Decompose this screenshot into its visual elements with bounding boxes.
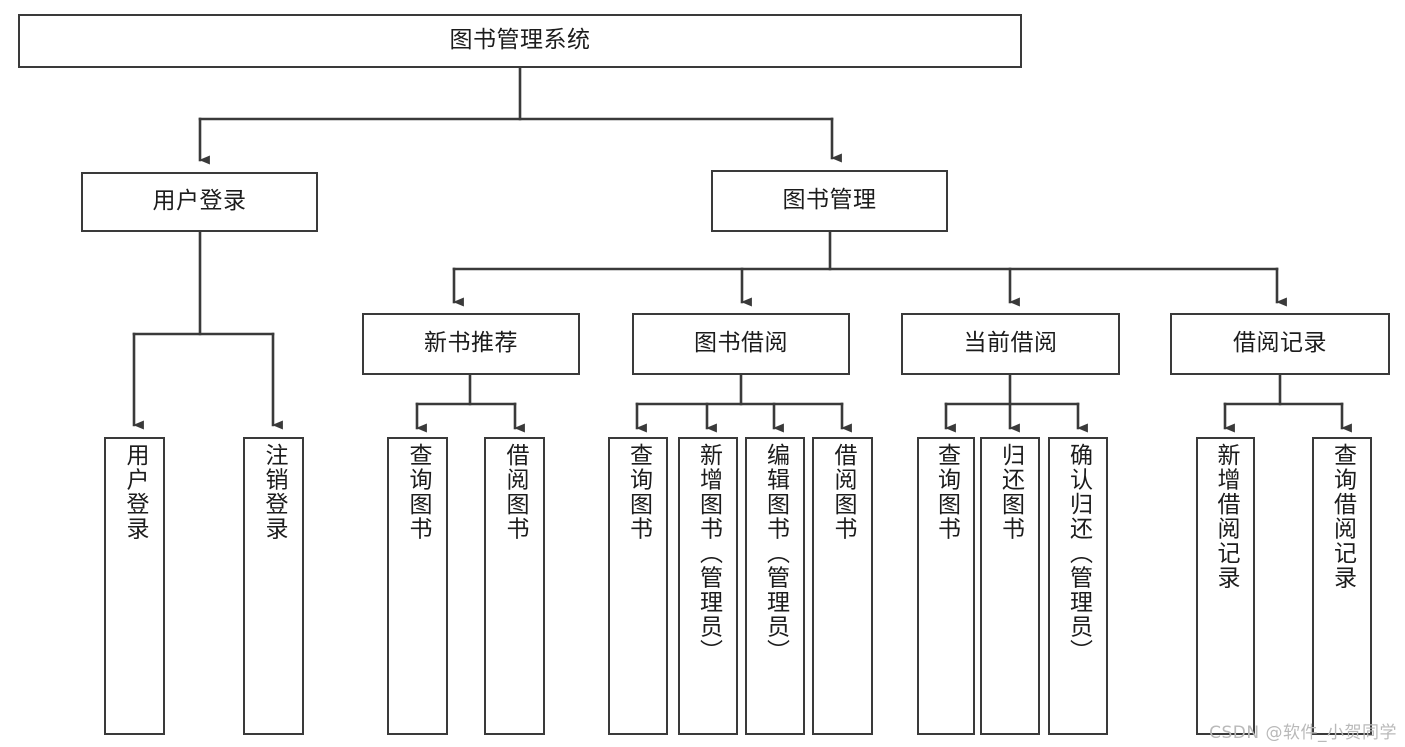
node-borrow-record-label: 借阅记录 xyxy=(1233,330,1327,357)
leaf-label: 新增图书（管理员） xyxy=(695,443,722,664)
node-new-book-recommend[interactable]: 新书推荐 xyxy=(362,313,580,375)
leaf-label: 确认归还（管理员） xyxy=(1065,443,1092,664)
leaf-label: 查询借阅记录 xyxy=(1329,443,1356,590)
leaf-label: 借阅图书 xyxy=(502,443,528,541)
node-current-borrow-label: 当前借阅 xyxy=(963,330,1058,357)
leaf-label: 用户登录 xyxy=(122,443,148,541)
leaf-edit-book-admin[interactable]: 编辑图书（管理员） xyxy=(745,437,805,735)
leaf-return-book[interactable]: 归还图书 xyxy=(980,437,1040,735)
leaf-user-logout[interactable]: 注销登录 xyxy=(243,437,304,735)
node-book-management[interactable]: 图书管理 xyxy=(711,170,948,232)
leaf-add-book-admin[interactable]: 新增图书（管理员） xyxy=(678,437,738,735)
leaf-borrow-book-recommend[interactable]: 借阅图书 xyxy=(484,437,545,735)
node-root[interactable]: 图书管理系统 xyxy=(18,14,1022,68)
leaf-label: 查询图书 xyxy=(933,443,960,541)
leaf-confirm-return-admin[interactable]: 确认归还（管理员） xyxy=(1048,437,1108,735)
leaf-label: 注销登录 xyxy=(261,443,287,541)
node-current-borrow[interactable]: 当前借阅 xyxy=(901,313,1120,375)
node-book-management-label: 图书管理 xyxy=(782,187,877,214)
node-book-borrow[interactable]: 图书借阅 xyxy=(632,313,850,375)
node-new-book-recommend-label: 新书推荐 xyxy=(424,330,518,357)
watermark: CSDN @软件_小贺同学 xyxy=(1209,723,1397,743)
leaf-label: 编辑图书（管理员） xyxy=(762,443,789,664)
node-book-borrow-label: 图书借阅 xyxy=(694,330,788,357)
leaf-label: 查询图书 xyxy=(625,443,652,541)
node-user-login[interactable]: 用户登录 xyxy=(81,172,318,232)
node-root-label: 图书管理系统 xyxy=(449,27,591,54)
leaf-borrow-book[interactable]: 借阅图书 xyxy=(812,437,873,735)
leaf-query-borrow-record[interactable]: 查询借阅记录 xyxy=(1312,437,1372,735)
node-borrow-record[interactable]: 借阅记录 xyxy=(1170,313,1390,375)
node-user-login-label: 用户登录 xyxy=(152,188,247,215)
leaf-label: 归还图书 xyxy=(997,443,1024,541)
leaf-query-book-current[interactable]: 查询图书 xyxy=(917,437,975,735)
leaf-label: 借阅图书 xyxy=(830,443,856,541)
leaf-user-login[interactable]: 用户登录 xyxy=(104,437,165,735)
leaf-label: 查询图书 xyxy=(405,443,431,541)
leaf-query-book-recommend[interactable]: 查询图书 xyxy=(387,437,448,735)
leaf-query-book-borrow[interactable]: 查询图书 xyxy=(608,437,668,735)
leaf-add-borrow-record[interactable]: 新增借阅记录 xyxy=(1196,437,1255,735)
leaf-label: 新增借阅记录 xyxy=(1213,443,1239,590)
